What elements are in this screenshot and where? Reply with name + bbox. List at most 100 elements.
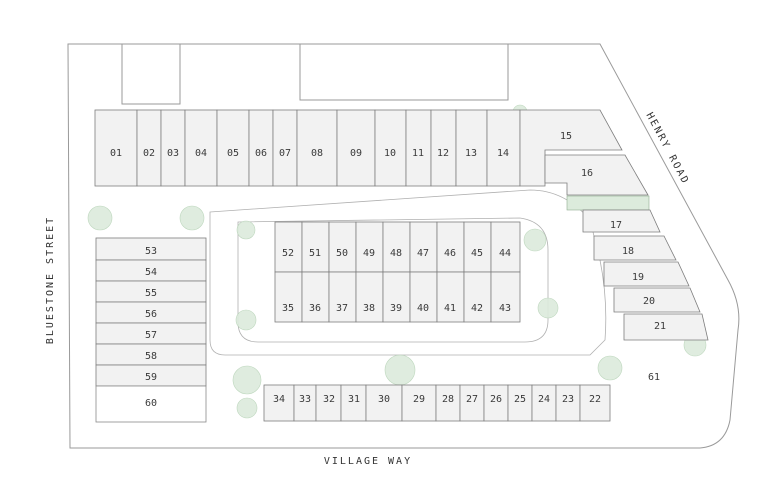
lot-08[interactable] bbox=[296, 109, 338, 187]
lot-number: 01 bbox=[110, 148, 122, 159]
lot-number: 14 bbox=[497, 148, 509, 159]
lot-row-top bbox=[94, 109, 521, 187]
lot-number: 36 bbox=[309, 303, 321, 314]
lot-number: 35 bbox=[282, 303, 294, 314]
neighbour-building-left bbox=[121, 44, 181, 105]
lot-28[interactable] bbox=[435, 384, 461, 422]
lot-40[interactable] bbox=[409, 271, 438, 323]
lot-number: 51 bbox=[309, 248, 321, 259]
lot-19[interactable] bbox=[603, 261, 690, 287]
lot-number: 24 bbox=[538, 394, 550, 405]
lot-50[interactable] bbox=[328, 221, 357, 273]
lot-15[interactable] bbox=[519, 109, 623, 187]
lot-labels-left: 53 54 55 56 57 58 59 60 bbox=[145, 246, 157, 409]
lot-03[interactable] bbox=[160, 109, 186, 187]
lot-24[interactable] bbox=[531, 384, 557, 422]
lot-60[interactable] bbox=[95, 385, 207, 423]
lot-04[interactable] bbox=[184, 109, 218, 187]
lot-number: 23 bbox=[562, 394, 574, 405]
lot-number: 04 bbox=[195, 148, 207, 159]
henry-road-label: HENRY ROAD bbox=[644, 111, 691, 187]
lot-35[interactable] bbox=[274, 271, 303, 323]
lot-46[interactable] bbox=[436, 221, 465, 273]
lot-number: 57 bbox=[145, 330, 157, 341]
tree bbox=[537, 297, 559, 319]
lot-47[interactable] bbox=[409, 221, 438, 273]
lot-11[interactable] bbox=[405, 109, 432, 187]
lot-number: 54 bbox=[145, 267, 157, 278]
lot-31[interactable] bbox=[340, 384, 367, 422]
lot-16[interactable] bbox=[544, 154, 649, 196]
lot-group-centre bbox=[274, 221, 521, 323]
lot-number: 32 bbox=[323, 394, 335, 405]
lot-labels-right: 15 16 17 18 19 20 21 bbox=[560, 131, 666, 332]
lot-number: 41 bbox=[444, 303, 456, 314]
tree bbox=[597, 355, 623, 381]
lot-43[interactable] bbox=[490, 271, 521, 323]
internal-road-kerb-inner bbox=[237, 217, 549, 343]
lot-number: 30 bbox=[378, 394, 390, 405]
lot-45[interactable] bbox=[463, 221, 492, 273]
lot-38[interactable] bbox=[355, 271, 384, 323]
tree bbox=[384, 354, 416, 386]
lot-07[interactable] bbox=[272, 109, 298, 187]
internal-road-kerb bbox=[209, 189, 607, 356]
lot-number: 60 bbox=[145, 398, 157, 409]
lot-20[interactable] bbox=[613, 287, 701, 313]
lot-10[interactable] bbox=[374, 109, 407, 187]
lot-29[interactable] bbox=[401, 384, 437, 422]
lot-number: 09 bbox=[350, 148, 362, 159]
lot-number: 13 bbox=[465, 148, 477, 159]
lot-41[interactable] bbox=[436, 271, 465, 323]
lot-51[interactable] bbox=[301, 221, 330, 273]
lot-25[interactable] bbox=[507, 384, 533, 422]
lot-number: 06 bbox=[255, 148, 267, 159]
lot-61-label: 61 bbox=[648, 372, 660, 383]
lot-22[interactable] bbox=[579, 384, 611, 422]
lot-42[interactable] bbox=[463, 271, 492, 323]
lot-36[interactable] bbox=[301, 271, 330, 323]
lot-number: 29 bbox=[413, 394, 425, 405]
tree bbox=[179, 205, 205, 231]
lot-labels-bottom: 34 33 32 31 30 29 28 27 26 25 24 23 22 bbox=[273, 394, 601, 405]
lot-number: 58 bbox=[145, 351, 157, 362]
lot-number: 25 bbox=[514, 394, 526, 405]
lot-21[interactable] bbox=[623, 313, 709, 341]
lot-17[interactable] bbox=[582, 209, 661, 233]
lot-number: 50 bbox=[336, 248, 348, 259]
lot-48[interactable] bbox=[382, 221, 411, 273]
lot-23[interactable] bbox=[555, 384, 581, 422]
lot-number: 59 bbox=[145, 372, 157, 383]
lot-number: 20 bbox=[643, 296, 655, 307]
lot-39[interactable] bbox=[382, 271, 411, 323]
lot-number: 46 bbox=[444, 248, 456, 259]
lot-37[interactable] bbox=[328, 271, 357, 323]
lot-13[interactable] bbox=[455, 109, 488, 187]
lot-number: 56 bbox=[145, 309, 157, 320]
tree bbox=[523, 228, 547, 252]
lot-number: 10 bbox=[384, 148, 396, 159]
tree bbox=[236, 220, 256, 240]
lot-30[interactable] bbox=[365, 384, 403, 422]
lot-05[interactable] bbox=[216, 109, 250, 187]
lot-number: 16 bbox=[581, 168, 593, 179]
lot-44[interactable] bbox=[490, 221, 521, 273]
lot-49[interactable] bbox=[355, 221, 384, 273]
tree bbox=[236, 397, 258, 419]
lot-06[interactable] bbox=[248, 109, 274, 187]
lot-26[interactable] bbox=[483, 384, 509, 422]
lot-number: 34 bbox=[273, 394, 285, 405]
tree bbox=[232, 365, 262, 395]
lot-18[interactable] bbox=[593, 235, 677, 261]
lot-number: 05 bbox=[227, 148, 239, 159]
lot-number: 18 bbox=[622, 246, 634, 257]
lot-02[interactable] bbox=[136, 109, 162, 187]
lot-number: 37 bbox=[336, 303, 348, 314]
lot-52[interactable] bbox=[274, 221, 303, 273]
lot-number: 45 bbox=[471, 248, 483, 259]
lot-group-right bbox=[519, 109, 709, 341]
lot-number: 52 bbox=[282, 248, 294, 259]
lot-number: 11 bbox=[412, 148, 424, 159]
lot-09[interactable] bbox=[336, 109, 376, 187]
